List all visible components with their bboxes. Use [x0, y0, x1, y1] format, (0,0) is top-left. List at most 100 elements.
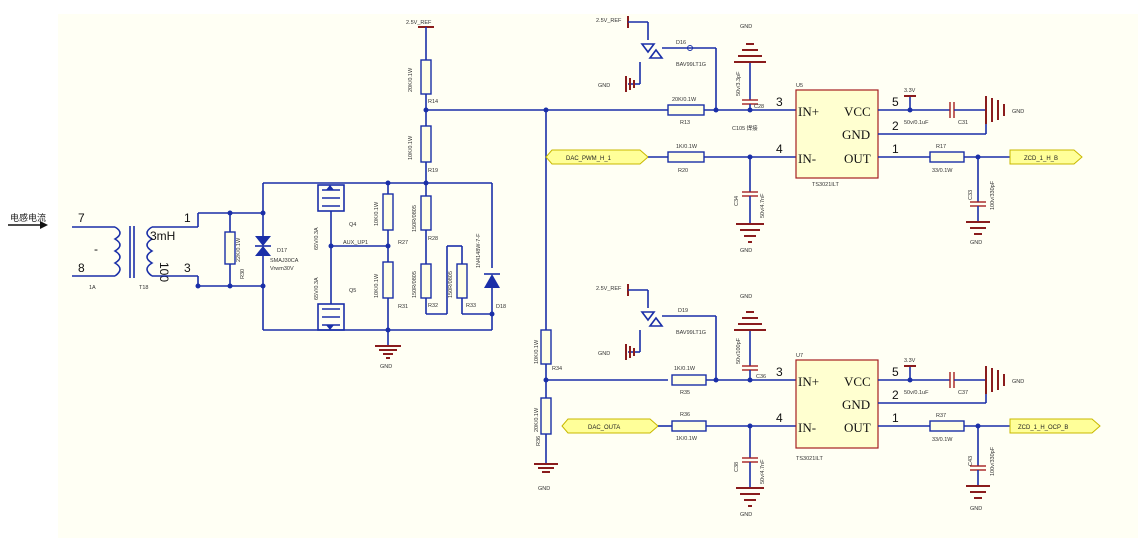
- ct-ratio: 100: [157, 262, 171, 282]
- signal-bus: 10K/0.1W R34 20K/0.1W R36 GND: [426, 107, 668, 492]
- r17-ref: R17: [936, 144, 946, 150]
- d16-ref: D16: [676, 40, 686, 46]
- r33-ref: R33: [466, 303, 476, 309]
- sheet-frame: [58, 14, 1138, 538]
- c28-note: C105 焊接: [732, 124, 758, 132]
- r13-resistor: [667, 104, 705, 116]
- burden-resistor: [224, 231, 236, 265]
- ch1-gnd-left: GND: [598, 83, 610, 89]
- r13-value: 20K/0.1W: [672, 97, 697, 103]
- r35-ref: R35: [680, 390, 690, 396]
- u5-comparator: [795, 89, 879, 179]
- u7-num-inn: 4: [776, 411, 783, 425]
- r13-ref: R13: [680, 120, 690, 126]
- u5-num-inp: 3: [776, 95, 783, 109]
- tvs-voltage: Vrwm30V: [270, 266, 294, 272]
- input-label: 电感电流: [10, 212, 46, 223]
- d16-symbol: [640, 43, 656, 54]
- r28-resistor: [420, 195, 432, 231]
- u5-pin-inn: IN-: [798, 151, 816, 166]
- u5-part: TS3021ILT: [812, 182, 839, 188]
- ct-secondary-coil: [146, 226, 154, 277]
- mosfet-switches: Q4 65V/0.3A Q5 65V/0.3A AUX_UP1 10K/0.1W…: [263, 180, 492, 370]
- ch2-gnd-top: GND: [740, 294, 752, 300]
- ch2-port-in-label: DAC_OUTA: [588, 425, 620, 431]
- u7-num-gnd: 2: [892, 388, 899, 402]
- ct-inductance: 3mH: [150, 229, 175, 243]
- r32-resistor: [420, 263, 432, 299]
- tvs-ref: D17: [277, 248, 287, 254]
- channel-1: 2.5V_REF D16 BAV99LT1G GND 20K/0.1W R13: [545, 16, 1083, 254]
- c37-ref: C37: [958, 390, 968, 396]
- reference-divider: 2.5V_REF 20K/0.1W R14 10K/0.1W R19 150R/…: [406, 20, 506, 330]
- ch2-gnd-right: GND: [1012, 379, 1024, 385]
- d19-part: BAV99LT1G: [676, 330, 706, 336]
- d16-part: BAV99LT1G: [676, 62, 706, 68]
- c31-value: 50v/0.1uF: [904, 120, 929, 126]
- r20-resistor: [667, 151, 705, 163]
- u5-pin-gnd: GND: [842, 127, 870, 142]
- r32-ref: R32: [428, 303, 438, 309]
- ch2-gnd-out: GND: [970, 506, 982, 512]
- c43-value: 100v/330pF: [990, 446, 996, 476]
- q4-part: 65V/0.3A: [314, 227, 320, 250]
- ch1-port-in: [545, 149, 649, 165]
- ch1-port-out-label: ZCD_1_H_B: [1024, 156, 1058, 162]
- ct-rating: 1A: [89, 285, 96, 291]
- q5-ref: Q5: [349, 288, 356, 294]
- u7-pin-out: OUT: [844, 420, 871, 435]
- u5-pin-vcc: VCC: [844, 104, 871, 119]
- r31-resistor: [382, 261, 394, 299]
- u5-ref: U5: [796, 83, 803, 89]
- c43-ref: C43: [968, 456, 974, 466]
- u7-pin-inp: IN+: [798, 374, 819, 389]
- u7-comparator: [795, 359, 879, 449]
- r34-ref: R34: [552, 366, 562, 372]
- u7-num-out: 1: [892, 411, 899, 425]
- ch1-port-in-label: DAC_PWM_H_1: [566, 156, 612, 162]
- u7-pin-gnd: GND: [842, 397, 870, 412]
- r31-ref: R31: [398, 304, 408, 310]
- r36b-ref: R36: [536, 436, 542, 446]
- c33-value: 100v/330pF: [990, 180, 996, 210]
- ct-polarity-mark: -: [94, 242, 98, 256]
- r17-value: 33/0.1W: [932, 168, 953, 174]
- r33-value: 150R/0805: [448, 271, 454, 298]
- r14-value: 20K/0.1W: [408, 67, 414, 92]
- ch2-gnd-left: GND: [598, 351, 610, 357]
- input-signal: 电感电流: [8, 212, 48, 229]
- r20-ref: R20: [678, 168, 688, 174]
- r19-value: 10K/0.1W: [408, 135, 414, 160]
- u5-num-vcc: 5: [892, 95, 899, 109]
- r36-ref: R36: [680, 412, 690, 418]
- burden-ref: R30: [240, 269, 246, 279]
- current-transformer: 7 8 - 3mH 100 1A T18 1 3: [72, 211, 199, 291]
- ch2-port-out-label: ZCD_1_H_OCP_B: [1018, 425, 1068, 431]
- gnd-label-bus: GND: [538, 486, 550, 492]
- gnd-label-front: GND: [380, 364, 392, 370]
- u7-pin-inn: IN-: [798, 420, 816, 435]
- u7-part: TS3021ILT: [796, 456, 823, 462]
- r34-value: 10K/0.1W: [534, 339, 540, 364]
- r19-ref: R19: [428, 168, 438, 174]
- r28-ref: R28: [428, 236, 438, 242]
- r36b-value: 20K/0.1W: [534, 407, 540, 432]
- r32-value: 150R/0805: [412, 271, 418, 298]
- u5-num-gnd: 2: [892, 119, 899, 133]
- r28-value: 150R/0805: [412, 205, 418, 232]
- u5-num-inn: 4: [776, 142, 783, 156]
- d18-ref: D18: [496, 304, 506, 310]
- ref-2v5-label-top: 2.5V_REF: [406, 20, 432, 26]
- ct-ref: T18: [139, 285, 148, 291]
- u5-pin-inp: IN+: [798, 104, 819, 119]
- burden-stage: 22K/0.1W R30 D17 SMAJ30CA Vrwm30V: [195, 183, 299, 330]
- r37-ref: R37: [936, 413, 946, 419]
- ch2-port-out: [1009, 418, 1101, 434]
- u5-num-out: 1: [892, 142, 899, 156]
- r27-value: 10K/0.1W: [374, 201, 380, 226]
- c34-value: 50v/4.7nF: [760, 193, 766, 218]
- c28-value: 50v/3.3pF: [736, 71, 742, 96]
- d19-symbol: [640, 311, 656, 322]
